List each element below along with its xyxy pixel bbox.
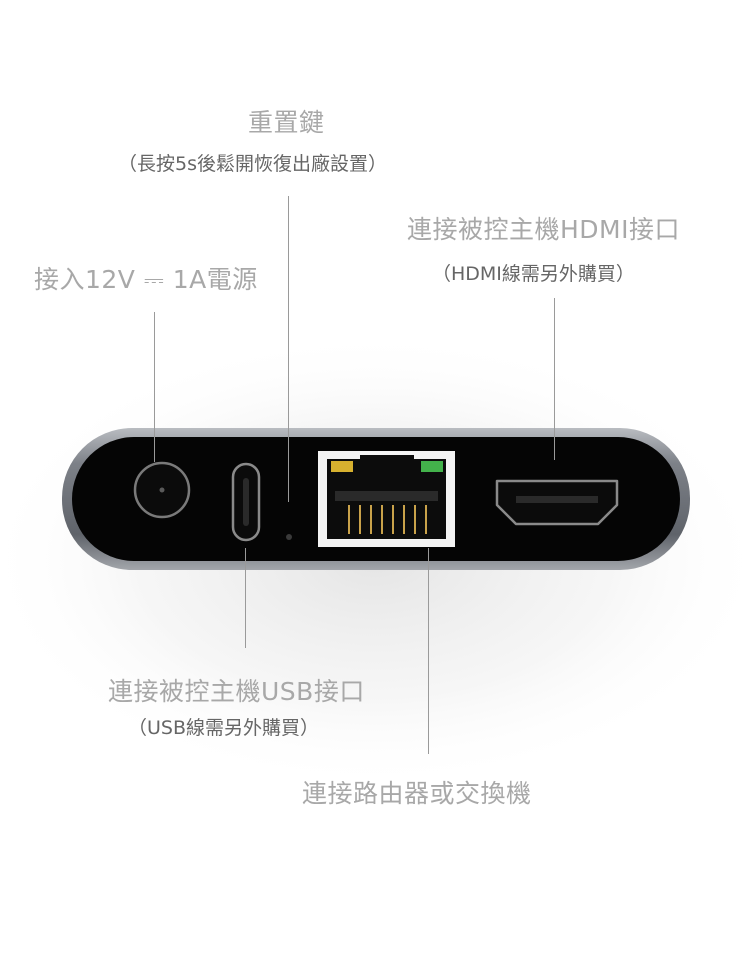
- usb-note: （USB線需另外購買）: [128, 717, 320, 739]
- rj45-port-icon: [318, 451, 455, 547]
- leader-line-ethernet: [428, 548, 429, 754]
- led-left: [331, 461, 353, 472]
- dc-power-port-icon: [133, 461, 191, 519]
- leader-line-usb: [245, 548, 246, 648]
- reset-note: （長按5s後鬆開恢復出廠設置）: [118, 153, 387, 175]
- reset-pinhole-icon: [286, 534, 292, 540]
- leader-line-hdmi: [554, 298, 555, 460]
- hdmi-note: （HDMI線需另外購買）: [432, 263, 635, 285]
- reset-title: 重置鍵: [248, 108, 325, 137]
- led-right: [421, 461, 443, 472]
- hdmi-title: 連接被控主機HDMI接口: [407, 215, 680, 244]
- power-label: 接入12V ⎓ 1A電源: [34, 265, 258, 294]
- leader-line-reset: [288, 196, 289, 502]
- leader-line-power: [154, 312, 155, 462]
- hdmi-port-icon: [495, 479, 619, 526]
- usb-c-port-icon: [231, 462, 261, 542]
- usb-title: 連接被控主機USB接口: [108, 677, 365, 706]
- ethernet-label: 連接路由器或交換機: [302, 779, 532, 808]
